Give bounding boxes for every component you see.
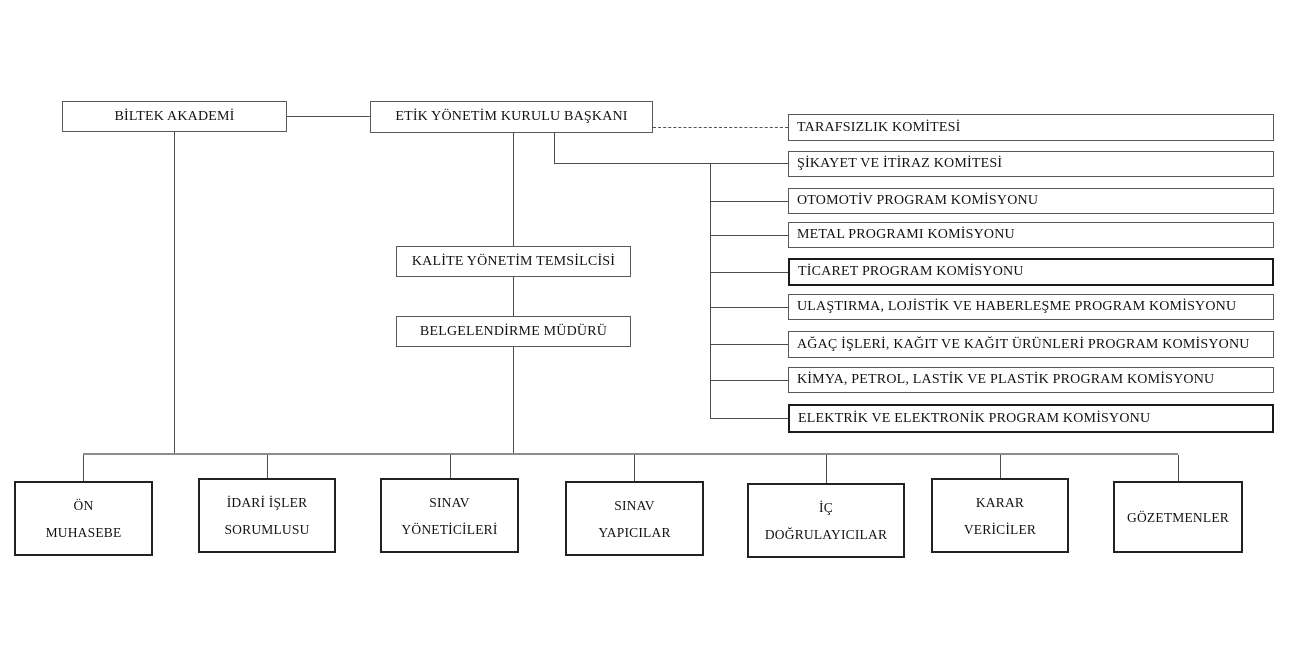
committee-otomotiv: OTOMOTİV PROGRAM KOMİSYONU: [788, 188, 1274, 214]
staff-sinav-yapicilar: SINAV YAPICILAR: [565, 481, 704, 556]
connector-belgelendirme-bus: [513, 347, 514, 453]
staff-karar-vericiler: KARAR VERİCİLER: [931, 478, 1069, 553]
staff-ic-dogrulayicilar: İÇ DOĞRULAYICILAR: [747, 483, 905, 558]
committee-kimya-petrol: KİMYA, PETROL, LASTİK VE PLASTİK PROGRAM…: [788, 367, 1274, 393]
connector-biltek-bus: [174, 132, 175, 453]
connector-biltek-etik: [287, 116, 370, 117]
connector-stub-ulastirma: [710, 307, 788, 308]
staff-label-line1: GÖZETMENLER: [1127, 509, 1229, 525]
connector-committee-spine: [710, 163, 711, 419]
committee-metal: METAL PROGRAMI KOMİSYONU: [788, 222, 1274, 248]
connector-stub-kimya: [710, 380, 788, 381]
staff-label-line1: İÇ: [819, 499, 833, 515]
connector-etik-drop-right: [554, 133, 555, 164]
connector-dashed-etik-tarafsizlik: [653, 127, 788, 128]
staff-label-line1: KARAR: [975, 494, 1025, 510]
connector-bus-sinav-yoneticileri: [450, 455, 451, 479]
connector-bus-sinav-yapicilar: [634, 455, 635, 481]
connector-stub-otomotiv: [710, 201, 788, 202]
node-kalite-yonetim-temsilcisi: KALİTE YÖNETİM TEMSİLCİSİ: [396, 246, 631, 277]
staff-label-line1: SINAV: [614, 497, 655, 513]
connector-kalite-belgelendirme: [513, 277, 514, 316]
committee-ticaret: TİCARET PROGRAM KOMİSYONU: [788, 258, 1274, 286]
node-biltek-akademi: BİLTEK AKADEMİ: [62, 101, 287, 132]
node-etik-yonetim-kurulu-baskani: ETİK YÖNETİM KURULU BAŞKANI: [370, 101, 653, 133]
staff-gozetmenler: GÖZETMENLER: [1113, 481, 1243, 553]
connector-etik-sikayet: [554, 163, 788, 164]
connector-stub-ticaret: [710, 272, 788, 273]
connector-bus-karar-vericiler: [1000, 455, 1001, 479]
committee-elektrik-elektronik: ELEKTRİK VE ELEKTRONİK PROGRAM KOMİSYONU: [788, 404, 1274, 433]
connector-bus-ic-dogrulayicilar: [826, 455, 827, 483]
connector-bus-gozetmenler: [1178, 455, 1179, 481]
committee-sikayet-itiraz: ŞİKAYET VE İTİRAZ KOMİTESİ: [788, 151, 1274, 177]
connector-stub-agac: [710, 344, 788, 345]
staff-label-line1: ÖN: [73, 497, 94, 513]
staff-on-muhasebe: ÖN MUHASEBE: [14, 481, 153, 556]
staff-label-line2: VERİCİLER: [963, 521, 1037, 537]
connector-etik-drop-center: [513, 133, 514, 246]
committee-tarafsizlik: TARAFSIZLIK KOMİTESİ: [788, 114, 1274, 141]
node-belgelendirme-muduru: BELGELENDİRME MÜDÜRÜ: [396, 316, 631, 347]
staff-label-line1: SINAV: [429, 494, 470, 510]
connector-bus-idari-isler: [267, 455, 268, 479]
connector-bus-on-muhasebe: [83, 455, 84, 481]
staff-label-line2: MUHASEBE: [45, 524, 122, 540]
connector-staff-bus: [83, 453, 1178, 455]
connector-stub-metal: [710, 235, 788, 236]
staff-label-line2: YAPICILAR: [598, 524, 671, 540]
staff-label-line2: SORUMLUSU: [224, 521, 310, 537]
committee-ulastirma-lojistik: ULAŞTIRMA, LOJİSTİK VE HABERLEŞME PROGRA…: [788, 294, 1274, 320]
staff-label-line2: YÖNETİCİLERİ: [401, 521, 498, 537]
connector-stub-elektrik: [710, 418, 788, 419]
staff-label-line1: İDARİ İŞLER: [226, 494, 308, 510]
staff-sinav-yoneticileri: SINAV YÖNETİCİLERİ: [380, 478, 519, 553]
committee-agac-isleri: AĞAÇ İŞLERİ, KAĞIT VE KAĞIT ÜRÜNLERİ PRO…: [788, 331, 1274, 358]
staff-label-line2: DOĞRULAYICILAR: [764, 526, 888, 542]
staff-idari-isler-sorumlusu: İDARİ İŞLER SORUMLUSU: [198, 478, 336, 553]
